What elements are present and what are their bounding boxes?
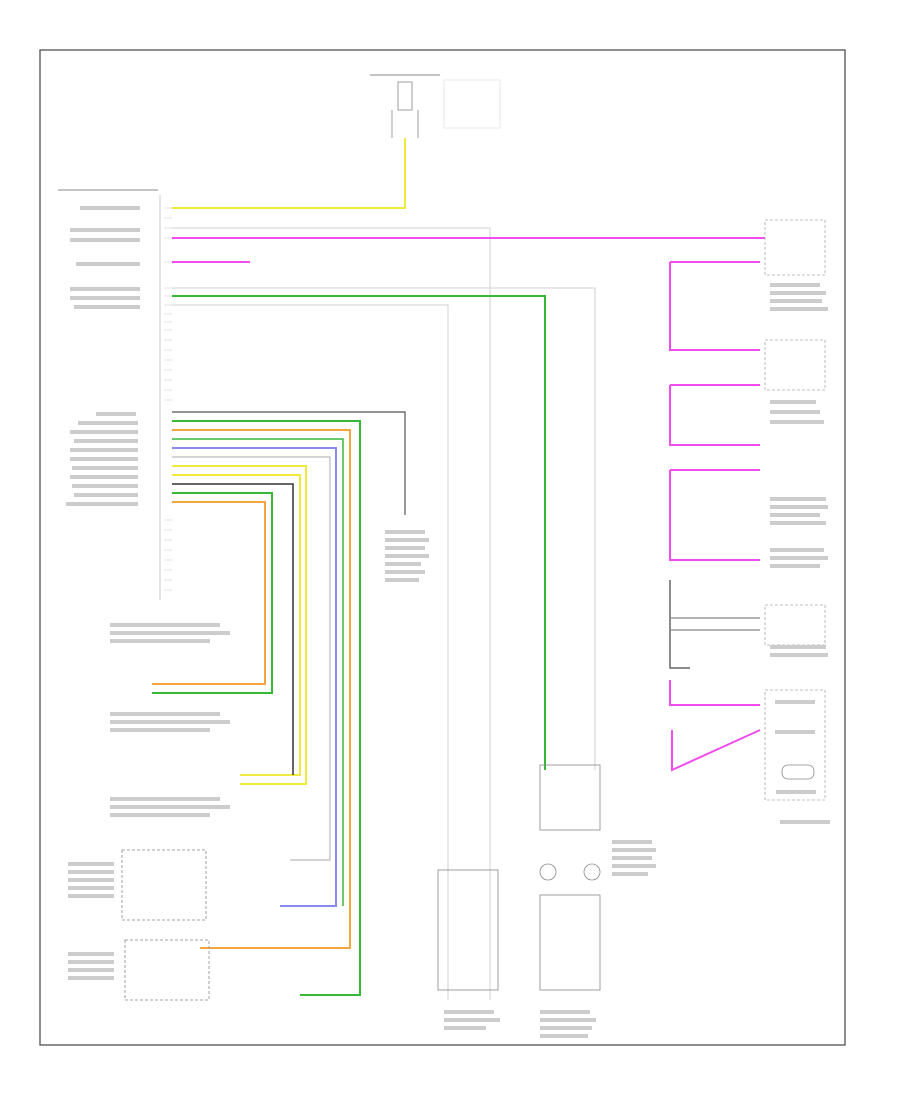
lower-center-labels	[444, 840, 656, 1038]
wire-pink-right-8	[671, 729, 761, 772]
wire-blue	[172, 447, 337, 907]
wire-gray-2	[172, 287, 596, 770]
wire-green-2	[172, 420, 361, 996]
wire-gray-right	[669, 580, 690, 669]
wire-dark-gray-sensor	[172, 411, 406, 515]
wire-pink-right-1	[669, 262, 760, 351]
wire-gray-3	[172, 456, 331, 861]
wire-orange-2	[152, 501, 266, 685]
wire-pink-right-3	[669, 385, 760, 446]
top-fuse-block	[370, 74, 501, 138]
wire-green-main	[172, 295, 546, 770]
lower-center-devices	[437, 764, 601, 991]
wire-green-thin	[172, 304, 449, 1000]
wire-yellow-2	[172, 465, 307, 785]
main-module	[58, 189, 172, 600]
module-pin-ticks	[164, 207, 172, 591]
lower-left-labels	[68, 623, 230, 980]
diagram-border	[39, 49, 846, 1046]
lower-left-devices	[121, 849, 210, 1001]
wire-yellow-feed	[172, 138, 406, 209]
wire-yellow-3	[172, 474, 301, 776]
wire-green-4	[152, 492, 273, 694]
center-sensor-label	[385, 530, 429, 582]
lower-right-device	[776, 764, 830, 824]
wire-gray-1	[172, 227, 491, 1000]
right-connector-text	[770, 283, 828, 734]
wire-pink-right-7	[669, 680, 760, 706]
wire-pink-right-5	[669, 470, 760, 561]
module-pin-labels	[66, 206, 140, 506]
wire-green-3	[172, 438, 344, 906]
wires	[152, 138, 765, 1000]
wire-orange-1	[172, 429, 351, 949]
wire-dark-gray-2	[172, 483, 294, 775]
